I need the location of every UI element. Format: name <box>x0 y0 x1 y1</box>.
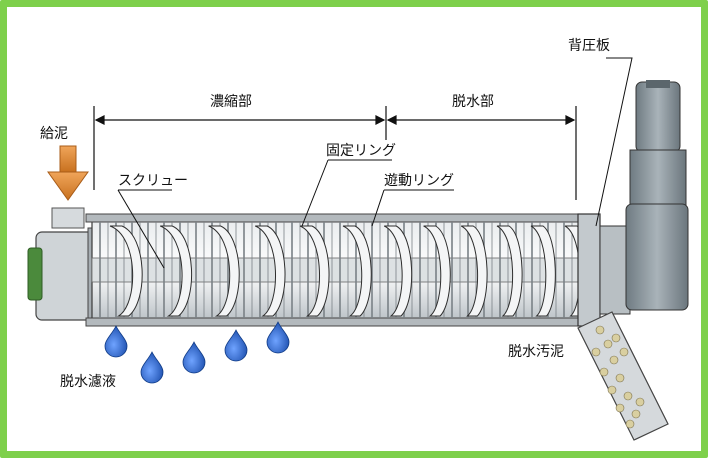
label-dewatering: 脱水部 <box>452 94 494 110</box>
dimension-lines <box>93 106 577 200</box>
label-thickening: 濃縮部 <box>210 94 252 110</box>
screw-flight <box>299 225 330 317</box>
inlet-housing <box>27 207 101 325</box>
label-feed: 給泥 <box>40 126 68 142</box>
cake-particle <box>609 355 619 365</box>
cake-particles <box>591 325 645 429</box>
screw-flight <box>255 225 286 317</box>
cake-particle <box>625 419 635 429</box>
cake-particle <box>607 385 617 395</box>
screw-flight <box>530 225 556 317</box>
screw-flight <box>460 225 488 317</box>
label-moving-ring: 遊動リング <box>384 173 454 189</box>
screw-drum <box>85 213 590 327</box>
cake-particle <box>631 409 641 419</box>
leader-lines <box>117 57 633 269</box>
water-drop-icon <box>182 341 206 374</box>
screw-flight <box>109 225 143 317</box>
cake-particle <box>595 325 605 335</box>
screw-flight <box>423 225 451 317</box>
cake-particle <box>603 339 613 349</box>
back-plate <box>577 213 631 327</box>
cake-particle <box>619 347 629 357</box>
gear-motor-icon <box>625 80 689 311</box>
label-cake: 脱水汚泥 <box>508 344 564 360</box>
cake-particle <box>615 403 625 413</box>
water-drop-icon <box>224 329 248 362</box>
screw-flight <box>342 225 372 317</box>
cake-particle <box>635 397 645 407</box>
water-drop-icons <box>104 321 290 384</box>
screw-flight <box>208 225 240 317</box>
cake-particle <box>611 333 621 343</box>
cake-particle <box>615 373 625 383</box>
screw-flight <box>160 225 193 317</box>
feed-arrow-icon <box>47 145 89 201</box>
cake-particle <box>591 347 601 357</box>
label-fixed-ring: 固定リング <box>326 143 396 159</box>
cake-particle <box>599 367 609 377</box>
water-drop-icon <box>140 351 164 384</box>
label-filtrate: 脱水濾液 <box>60 374 116 390</box>
cake-particle <box>623 391 633 401</box>
label-screw: スクリュー <box>118 173 188 189</box>
water-drop-icon <box>266 321 290 354</box>
screw-flight <box>496 225 523 317</box>
cake-discharge-chute <box>577 311 669 441</box>
water-drop-icon <box>104 325 128 358</box>
label-back-plate: 背圧板 <box>568 38 610 54</box>
screw-flight <box>383 225 413 317</box>
